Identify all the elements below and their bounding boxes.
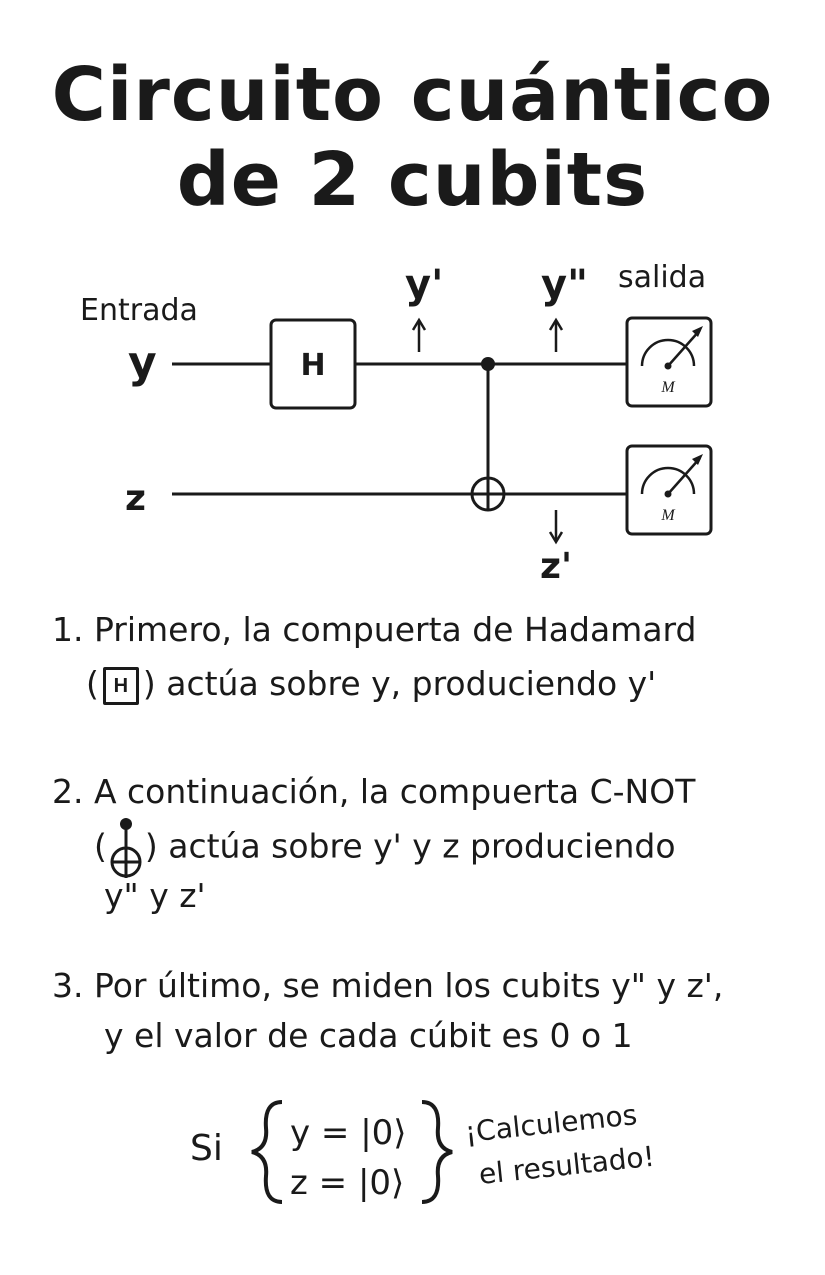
hadamard-gate-icon: H [102,666,139,705]
meter-z-icon: M [625,444,713,536]
equation-z: z = |0⟩ [290,1163,404,1203]
right-brace-icon [421,1100,453,1204]
meter-y-icon: M [625,316,713,408]
hadamard-gate-label: H [300,348,325,383]
note-line-1: ¡Calculemos [463,1098,638,1149]
y-double-prime-label: y" [541,262,588,308]
hadamard-gate [269,318,357,410]
cnot-control-dot [481,357,495,371]
si-label: Si [190,1128,223,1169]
left-brace-icon [251,1100,283,1204]
input-label: Entrada [80,293,198,328]
page-title-line2: de 2 cubits [176,137,649,223]
meter-y-label: M [660,379,676,396]
step-3-line-2: y el valor de cada cúbit es 0 o 1 [104,1016,633,1055]
step-2-line-1: 2. A continuación, la compuerta C-NOT [52,772,696,811]
meter-z-label: M [660,507,676,524]
note-line-2: el resultado! [477,1140,656,1191]
output-label: salida [618,260,706,295]
step-2-line-2: ( ) actúa sobre y' y z produciendo [94,816,676,880]
initial-condition: Si y = |0⟩ z = |0⟩ ¡Calculemos el result… [190,1090,710,1220]
step-1-line-1: 1. Primero, la compuerta de Hadamard [52,610,697,649]
quantum-circuit-diagram: Entrada salida y z H y' y" z' M M [80,260,713,585]
z-prime-label: z' [540,546,572,585]
page-title-line1: Circuito cuántico [51,52,774,138]
qubit-z-label: z [125,478,146,519]
qubit-y-label: y [128,337,157,388]
equation-y: y = |0⟩ [290,1113,407,1153]
step-2-line-3: y" y z' [104,876,206,915]
cnot-gate-icon [110,818,142,878]
y-prime-label: y' [405,262,443,308]
step-1-line-2: (H) actúa sobre y, produciendo y' [86,664,657,705]
step-3-line-1: 3. Por último, se miden los cubits y" y … [52,966,724,1005]
